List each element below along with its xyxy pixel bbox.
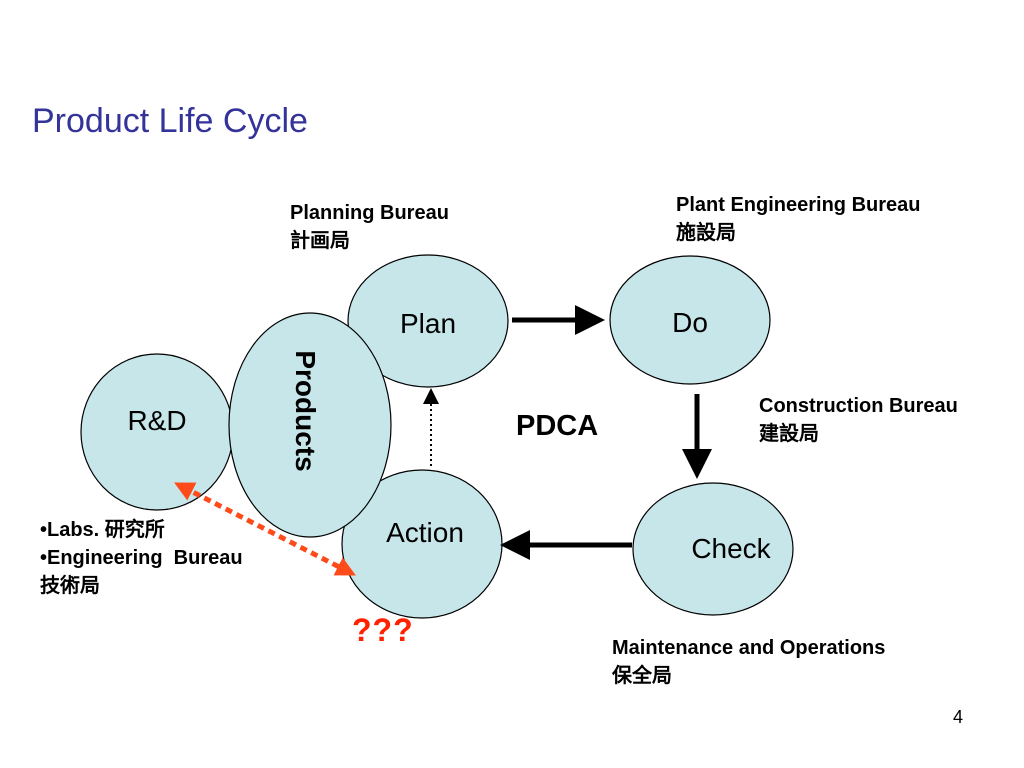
- planning-bureau-label: Planning Bureau 計画局: [290, 199, 449, 255]
- plan-node-label: Plan: [400, 308, 456, 339]
- maintenance-operations-label: Maintenance and Operations 保全局: [612, 634, 885, 690]
- plant-engineering-bureau-label: Plant Engineering Bureau 施設局: [676, 191, 920, 247]
- action-node-label: Action: [386, 517, 464, 548]
- labs-label: •Labs. 研究所: [40, 519, 165, 541]
- rnd-action-link-arrow: [174, 482, 356, 576]
- page-number: 4: [953, 707, 964, 727]
- slide-title: Product Life Cycle: [32, 102, 308, 140]
- planning-bureau-en: Planning Bureau: [290, 202, 449, 224]
- maintenance-operations-en: Maintenance and Operations: [612, 637, 886, 659]
- construction-bureau-label: Construction Bureau 建設局: [759, 392, 958, 448]
- do-node-label: Do: [672, 307, 708, 338]
- rnd-node-label: R&D: [127, 405, 186, 436]
- plant-engineering-bureau-jp: 施設局: [676, 222, 736, 244]
- plant-engineering-bureau-en: Plant Engineering Bureau: [676, 194, 921, 216]
- construction-bureau-jp: 建設局: [759, 423, 819, 445]
- pdca-label: PDCA: [516, 410, 599, 442]
- question-marks: ???: [352, 612, 414, 648]
- check-node: [632, 482, 794, 616]
- do-node: [609, 255, 771, 385]
- engineering-bureau-jp: 技術局: [40, 575, 100, 597]
- engineering-bureau-en: •Engineering Bureau: [40, 547, 243, 569]
- check-node-label: Check: [691, 533, 771, 564]
- planning-bureau-jp: 計画局: [290, 230, 350, 252]
- rnd-bureaus-label: •Labs. 研究所 •Engineering Bureau 技術局: [40, 516, 243, 600]
- products-node-label: Products: [290, 350, 321, 471]
- plan-node: [347, 254, 509, 388]
- maintenance-operations-jp: 保全局: [612, 665, 672, 687]
- construction-bureau-en: Construction Bureau: [759, 395, 958, 417]
